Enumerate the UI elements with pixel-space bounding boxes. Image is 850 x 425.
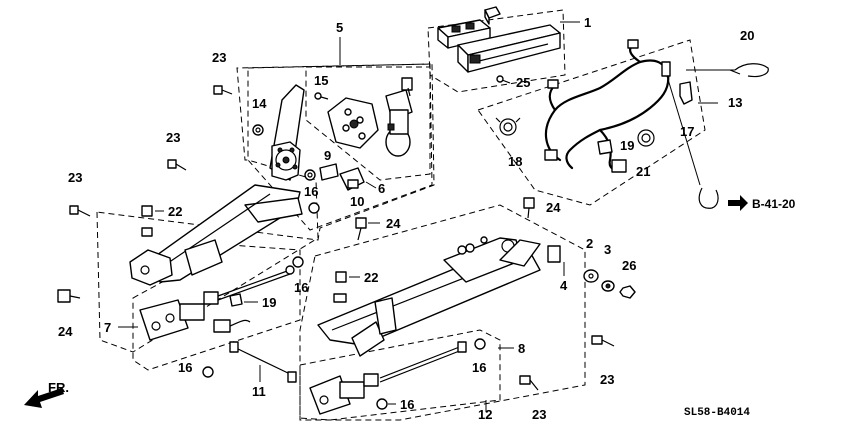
nut-16-frame-drawing (304, 169, 320, 214)
bracket-9-drawing (319, 163, 339, 181)
group-box-seat-track-left (96, 63, 435, 353)
seat-track-right-drawing (317, 237, 561, 357)
group-box-recliner-motor (305, 66, 431, 181)
group-box-motor-right (299, 329, 501, 421)
washer-3-drawing (601, 280, 615, 292)
screw-15-drawing (314, 92, 329, 100)
callout-23-right-a: 23 (600, 372, 614, 387)
recliner-frame-drawing (129, 84, 305, 286)
bolt-22-left-drawing (141, 205, 153, 237)
callout-3: 3 (604, 242, 611, 257)
callout-22-right: 22 (364, 270, 378, 285)
nut-16-right-drawing (376, 338, 486, 410)
bolt-24-left-drawing (57, 289, 81, 303)
front-arrow-icon (24, 388, 64, 408)
callout-23-a: 23 (212, 50, 226, 65)
nut-14-drawing (252, 124, 264, 136)
group-box-harness (477, 39, 706, 206)
callout-11: 11 (252, 384, 266, 399)
seat-switch-drawing (437, 6, 561, 73)
bolt-24-mid-drawing (355, 217, 367, 241)
diagram-code: SL58-B4014 (684, 407, 750, 419)
callout-15: 15 (314, 73, 328, 88)
callout-5: 5 (336, 20, 343, 35)
wire-harness-drawing (544, 39, 701, 186)
leader-6 (365, 181, 377, 189)
group-box-switch (427, 9, 566, 93)
group-box-frame (247, 63, 433, 231)
hook-drawing (698, 187, 719, 209)
bolt-24-right-drawing (523, 197, 535, 219)
clip-19-upper-drawing (597, 139, 613, 155)
callout-16-right: 16 (472, 360, 486, 375)
callout-2: 2 (586, 236, 593, 251)
reference-label: B-41-20 (752, 197, 796, 211)
bracket-10-drawing (339, 167, 365, 191)
nut-16-left-drawing (202, 256, 304, 378)
callout-21: 21 (636, 164, 650, 179)
clamp-18-drawing (495, 117, 521, 136)
callout-19-upper: 19 (620, 138, 634, 153)
callout-12: 12 (478, 407, 492, 422)
bolt-23-right-a-drawing (591, 335, 615, 347)
callout-14: 14 (252, 96, 267, 111)
callout-18: 18 (508, 154, 522, 169)
callout-13: 13 (728, 95, 742, 110)
callout-23-right-b: 23 (532, 407, 546, 422)
motor-12-drawing (309, 373, 379, 415)
callout-1: 1 (584, 15, 591, 30)
bolt-22-right-drawing (333, 271, 347, 303)
callout-16-bottom: 16 (400, 397, 414, 412)
callout-23-c: 23 (68, 170, 82, 185)
callout-24-right: 24 (546, 200, 561, 215)
callout-24-mid: 24 (386, 216, 401, 231)
nut-right-track-drawing (457, 236, 488, 255)
callout-16-frame: 16 (304, 184, 318, 199)
clip-19-left-drawing (229, 293, 243, 307)
callout-23-b: 23 (166, 130, 180, 145)
bolt-23-a-drawing (213, 85, 233, 95)
cable-11-drawing (229, 341, 297, 383)
nut-26-drawing (619, 285, 636, 299)
callout-25: 25 (516, 75, 530, 90)
bolt-23-right-b-drawing (519, 375, 539, 391)
callout-16-left-bottom: 16 (178, 360, 192, 375)
callout-17: 17 (680, 124, 694, 139)
callout-10: 10 (350, 194, 364, 209)
callout-9: 9 (324, 148, 331, 163)
connector-17-drawing (679, 81, 693, 105)
recliner-motor-drawing (327, 77, 413, 157)
callout-8: 8 (518, 341, 525, 356)
callout-26: 26 (622, 258, 636, 273)
callout-24-left: 24 (58, 324, 73, 339)
front-direction-label: FR. (48, 380, 69, 395)
clamp-21-drawing (637, 129, 655, 147)
bolt-23-b-drawing (167, 159, 187, 171)
clip-20-drawing (729, 63, 769, 78)
callout-6: 6 (378, 181, 385, 196)
callout-22-left: 22 (168, 204, 182, 219)
callout-20: 20 (740, 28, 754, 43)
washer-2-drawing (583, 269, 599, 283)
callout-19-left: 19 (262, 295, 276, 310)
screw-25-drawing (496, 75, 511, 84)
callout-7: 7 (104, 320, 111, 335)
callout-4: 4 (560, 278, 568, 293)
callout-16-left-top: 16 (294, 280, 308, 295)
ref-arrow-icon (728, 195, 748, 211)
bolt-23-c-drawing (69, 205, 91, 217)
cable-8-drawing (379, 341, 467, 383)
